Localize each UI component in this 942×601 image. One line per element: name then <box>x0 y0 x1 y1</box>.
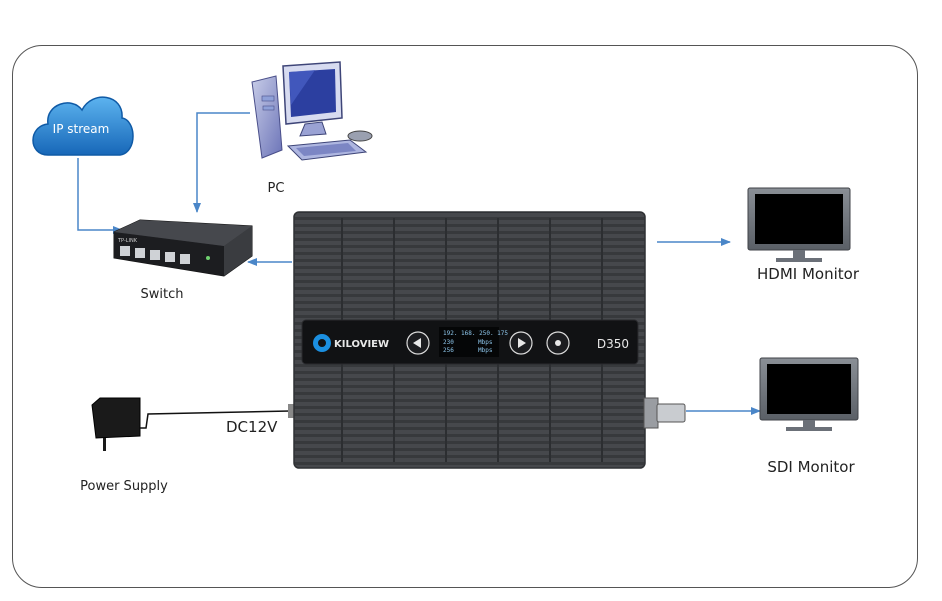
display-row1-value: 230 <box>443 339 454 346</box>
model-name: D350 <box>597 337 629 351</box>
switch-brand: TP-LINK <box>117 238 138 244</box>
hdmi-monitor-label: HDMI Monitor <box>757 265 860 283</box>
arrow-ipstream-to-switch <box>77 158 123 234</box>
oled-display: 192. 168. 250. 175 230 Mbps 256 Mbps <box>439 327 508 357</box>
display-row1-unit: Mbps <box>478 339 493 346</box>
bnc-connector <box>643 397 686 429</box>
dot-icon <box>555 340 561 346</box>
display-row2-value: 256 <box>443 347 454 354</box>
switch-label: Switch <box>141 287 184 302</box>
display-ip: 192. 168. 250. 175 <box>443 330 508 337</box>
dc-port <box>288 404 295 418</box>
sdi-monitor-icon: SDI Monitor <box>759 357 859 476</box>
display-row2-unit: Mbps <box>478 347 493 354</box>
brand-logo: KILOVIEW <box>313 334 389 352</box>
ok-button[interactable] <box>546 331 570 355</box>
power-supply-icon: Power Supply DC12V <box>80 397 291 494</box>
dc12v-label: DC12V <box>226 418 278 436</box>
ip-stream-label: IP stream <box>53 122 110 136</box>
right-arrow-icon <box>518 338 526 348</box>
hdmi-monitor-icon: HDMI Monitor <box>747 187 860 283</box>
arrow-pc-to-switch <box>193 112 250 213</box>
pc-label: PC <box>268 181 285 196</box>
cloud-icon: IP stream <box>32 96 134 156</box>
right-button[interactable] <box>509 331 533 355</box>
left-button[interactable] <box>406 331 430 355</box>
diagram-frame <box>12 45 918 588</box>
sdi-monitor-label: SDI Monitor <box>767 458 855 476</box>
decoder-device: KILOVIEW 192. 168. 250. 175 230 Mbps 256… <box>288 211 686 469</box>
switch-icon: TP-LINK Switch <box>113 219 253 302</box>
left-arrow-icon <box>413 338 421 348</box>
power-supply-label: Power Supply <box>80 479 168 494</box>
connections <box>77 112 761 415</box>
brand-name: KILOVIEW <box>334 339 389 350</box>
pc-icon: PC <box>251 61 373 196</box>
